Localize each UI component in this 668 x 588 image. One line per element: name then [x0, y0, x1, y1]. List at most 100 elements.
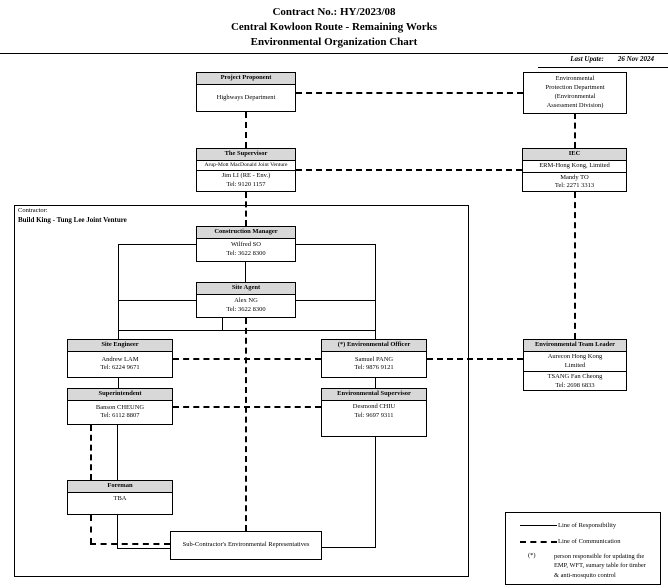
legend-responsibility-row: Line of Responsibility	[520, 522, 652, 529]
line-to-subcontractor-right	[322, 547, 376, 548]
line-environmental-officer-supervisor	[375, 378, 376, 388]
box-foreman: Foreman TBA	[67, 480, 173, 515]
iec-person: Mandy TO	[560, 173, 589, 181]
environmental-team-leader-title: Environmental Team Leader	[524, 340, 626, 352]
environmental-team-leader-person: TSANG Fan Cheong	[547, 373, 603, 381]
site-agent-person: Alex NG	[234, 297, 258, 305]
supervisor-tel: Tel: 9120 1157	[226, 181, 266, 189]
line-supervisor-construction-manager	[245, 192, 247, 226]
legend-communication-row: Line of Communication	[520, 538, 652, 545]
site-engineer-tel: Tel: 6224 9671	[100, 364, 140, 372]
project-proponent-org: Highways Department	[216, 93, 276, 101]
construction-manager-person: Wilfred SO	[231, 241, 261, 249]
site-engineer-title: Site Engineer	[68, 340, 172, 352]
environmental-team-leader-org: Aurecon Hong Kong Limited	[524, 352, 626, 373]
box-superintendent: Superintendent Banson CHEUNG Tel: 6112 8…	[67, 388, 173, 425]
line-horizontal-bus	[118, 330, 375, 331]
line-site-agent-left-stub	[118, 300, 196, 301]
project-name: Central Kowloon Route - Remaining Works	[230, 21, 438, 33]
environmental-supervisor-tel: Tel: 9697 9311	[354, 411, 394, 419]
legend-asterisk-note: (*) person responsible for updating the …	[528, 552, 652, 580]
box-subcontractor: Sub-Contractor's Environmental Represent…	[170, 531, 322, 560]
epd-line-3: (Environmental	[554, 93, 596, 100]
responsibility-label: Line of Responsibility	[558, 522, 617, 529]
box-site-engineer: Site Engineer Andrew LAM Tel: 6224 9671	[67, 339, 173, 378]
line-superintendent-down-dashed	[90, 425, 92, 480]
box-environmental-officer: (*) Environmental Officer Samuel PANG Te…	[321, 339, 427, 378]
environmental-team-leader-org-line1: Aurecon Hong Kong	[547, 352, 603, 360]
title-divider	[0, 53, 668, 54]
environmental-officer-title: (*) Environmental Officer	[322, 340, 426, 352]
supervisor-title: The Supervisor	[197, 149, 295, 161]
environmental-team-leader-org-line2: Limited	[564, 361, 586, 369]
environmental-team-leader-tel: Tel: 2698 6833	[555, 382, 595, 390]
site-agent-tel: Tel: 3622 8300	[226, 305, 266, 313]
line-environmental-supervisor-down	[375, 437, 376, 547]
superintendent-title: Superintendent	[68, 389, 172, 401]
box-epd: Environmental Protection Department (Env…	[523, 72, 627, 114]
box-supervisor: The Supervisor Arup-Mott MacDonald Joint…	[196, 148, 296, 192]
line-proponent-epd	[296, 92, 523, 94]
environmental-officer-tel: Tel: 9876 9121	[354, 364, 394, 372]
line-superintendent-foreman	[117, 425, 118, 480]
subcontractor-label: Sub-Contractor's Environmental Represent…	[182, 541, 310, 549]
last-update-label: Last Upate:	[570, 55, 604, 63]
box-environmental-supervisor: Environmental Supervisor Desmond CHIU Te…	[321, 388, 427, 437]
line-to-subcontractor-left	[117, 548, 170, 549]
line-iec-team-leader	[574, 192, 576, 339]
line-site-engineer-superintendent	[118, 378, 119, 388]
legend: Line of Responsibility Line of Communica…	[505, 512, 661, 585]
line-proponent-supervisor	[245, 112, 247, 148]
contractor-frame: Contractor: Build King - Tung Lee Joint …	[14, 205, 469, 577]
last-update: Last Upate: 26 Nov 2024	[570, 55, 654, 63]
iec-org: ERM-Hong Kong, Limited	[523, 161, 626, 173]
box-iec: IEC ERM-Hong Kong, Limited Mandy TO Tel:…	[522, 148, 627, 192]
page-title: Contract No.: HY/2023/08 Central Kowloon…	[0, 5, 668, 50]
last-update-underline	[538, 67, 668, 68]
contract-number: Contract No.: HY/2023/08	[272, 6, 396, 18]
site-agent-title: Site Agent	[197, 283, 295, 295]
box-environmental-team-leader: Environmental Team Leader Aurecon Hong K…	[523, 339, 627, 391]
box-project-proponent: Project Proponent Highways Department	[196, 72, 296, 112]
construction-manager-tel: Tel: 3622 8300	[226, 249, 266, 257]
epd-line-4: Assessment Division)	[546, 101, 604, 109]
chart-name: Environmental Organization Chart	[250, 36, 418, 48]
line-cm-left-stub	[118, 244, 196, 245]
project-proponent-title: Project Proponent	[197, 73, 295, 85]
line-down-to-environmental-officer	[375, 244, 376, 339]
line-site-engineer-environmental-officer	[173, 358, 321, 360]
asterisk-note-text: person responsible for updating the EMP,…	[554, 553, 646, 579]
iec-title: IEC	[523, 149, 626, 161]
environmental-supervisor-person: Desmond CHIU	[352, 402, 396, 410]
supervisor-person: Jim LI (RE - Env.)	[221, 172, 271, 180]
line-site-agent-drop	[222, 318, 223, 331]
last-update-value: 26 Nov 2024	[617, 55, 654, 63]
line-epd-iec	[574, 113, 576, 148]
line-site-agent-subcontractor	[245, 318, 247, 531]
iec-tel: Tel: 2271 3313	[554, 182, 595, 190]
line-supervisor-iec	[296, 169, 522, 171]
box-site-agent: Site Agent Alex NG Tel: 3622 8300	[196, 282, 296, 318]
box-construction-manager: Construction Manager Wilfred SO Tel: 362…	[196, 226, 296, 262]
epd-line-2: Protection Department	[545, 84, 605, 92]
line-cm-right-stub	[296, 244, 375, 245]
environmental-officer-person: Samuel PANG	[354, 355, 394, 363]
line-foreman-down-dashed	[90, 515, 92, 544]
contractor-frame-label: Contractor: Build King - Tung Lee Joint …	[18, 207, 127, 225]
supervisor-org: Arup-Mott MacDonald Joint Venture	[197, 161, 295, 172]
line-foreman-down	[117, 515, 118, 548]
environmental-supervisor-title: Environmental Supervisor	[322, 389, 426, 401]
asterisk-symbol: (*)	[528, 552, 536, 559]
line-to-subcontractor-left-dashed	[90, 543, 170, 545]
communication-line-sample	[520, 540, 557, 543]
line-environmental-officer-team-leader	[427, 358, 523, 360]
line-down-to-site-engineer	[118, 244, 119, 339]
foreman-person: TBA	[113, 494, 127, 502]
site-engineer-person: Andrew LAM	[101, 355, 139, 363]
communication-label: Line of Communication	[558, 538, 621, 545]
line-superintendent-environmental-supervisor	[173, 406, 321, 408]
superintendent-tel: Tel: 6112 8807	[100, 412, 140, 420]
contractor-label: Contractor:	[18, 207, 48, 214]
line-site-agent-right-stub	[296, 300, 375, 301]
